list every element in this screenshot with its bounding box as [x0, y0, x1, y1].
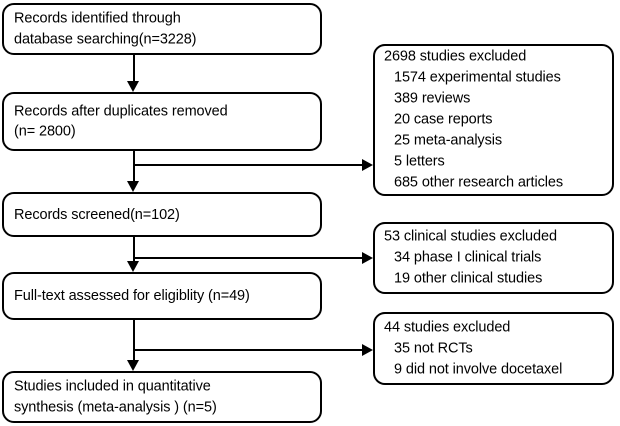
flow-box-screened-label: Records screened(n=102) — [14, 206, 180, 223]
arrowhead-down-stage4 — [127, 261, 139, 272]
arrowhead-right-exclusion-records — [362, 158, 373, 171]
exclusion-box-clinical-studies-excluded: 53 clinical studies excluded 34 phase I … — [373, 222, 614, 294]
flow-box-eligibility-label: Full-text assessed for eligiblity (n=49) — [14, 287, 250, 304]
exclusion-heading: 44 studies excluded — [384, 319, 511, 335]
exclusion-item: 1574 experimental studies — [394, 69, 561, 86]
arrowhead-right-exclusion-fulltext — [362, 343, 373, 356]
exclusion-list-records-excluded: 2698 studies excluded 1574 experimental … — [384, 47, 607, 194]
connector-line-stage2-to-stage3 — [133, 151, 135, 181]
exclusion-list-clinical-studies-excluded: 53 clinical studies excluded 34 phase I … — [384, 227, 607, 290]
exclusion-box-records-excluded: 2698 studies excluded 1574 experimental … — [373, 44, 614, 196]
branch-line-to-exclusion-records — [133, 164, 362, 166]
flow-box-duplicates-removed: Records after duplicates removed (n= 280… — [2, 92, 322, 151]
branch-line-to-exclusion-fulltext — [133, 349, 362, 351]
flow-box-eligibility: Full-text assessed for eligiblity (n=49) — [2, 272, 322, 320]
connector-line-stage4-to-stage5 — [133, 320, 135, 360]
exclusion-list-fulltext-excluded: 44 studies excluded 35 not RCTs 9 did no… — [384, 317, 607, 380]
flow-box-identification-label: Records identified through database sear… — [14, 10, 197, 48]
arrowhead-down-stage5 — [127, 360, 139, 371]
arrowhead-down-stage2 — [127, 81, 139, 92]
branch-line-to-exclusion-clinical — [133, 257, 362, 259]
connector-line-stage1-to-stage2 — [133, 55, 135, 81]
exclusion-item: 685 other research articles — [394, 174, 563, 191]
exclusion-item: 5 letters — [394, 153, 445, 170]
exclusion-item: 9 did not involve docetaxel — [394, 361, 563, 377]
flow-box-identification: Records identified through database sear… — [2, 3, 322, 55]
flow-box-duplicates-removed-label: Records after duplicates removed (n= 280… — [14, 103, 228, 140]
arrowhead-down-stage3 — [127, 181, 139, 192]
exclusion-item: 34 phase I clinical trials — [394, 249, 542, 266]
flow-box-included-label: Studies included in quantitative synthes… — [14, 378, 217, 416]
flow-box-included: Studies included in quantitative synthes… — [2, 371, 322, 423]
exclusion-item: 20 case reports — [394, 111, 493, 128]
exclusion-box-fulltext-excluded: 44 studies excluded 35 not RCTs 9 did no… — [373, 312, 614, 385]
exclusion-item: 25 meta-analysis — [394, 132, 503, 149]
arrowhead-right-exclusion-clinical — [362, 251, 373, 264]
connector-line-stage3-to-stage4 — [133, 237, 135, 261]
exclusion-item: 389 reviews — [394, 90, 471, 107]
exclusion-item: 35 not RCTs — [394, 340, 473, 356]
exclusion-heading: 53 clinical studies excluded — [384, 228, 557, 245]
flow-box-screened: Records screened(n=102) — [2, 192, 322, 237]
exclusion-heading: 2698 studies excluded — [384, 48, 527, 65]
exclusion-item: 19 other clinical studies — [394, 270, 543, 287]
